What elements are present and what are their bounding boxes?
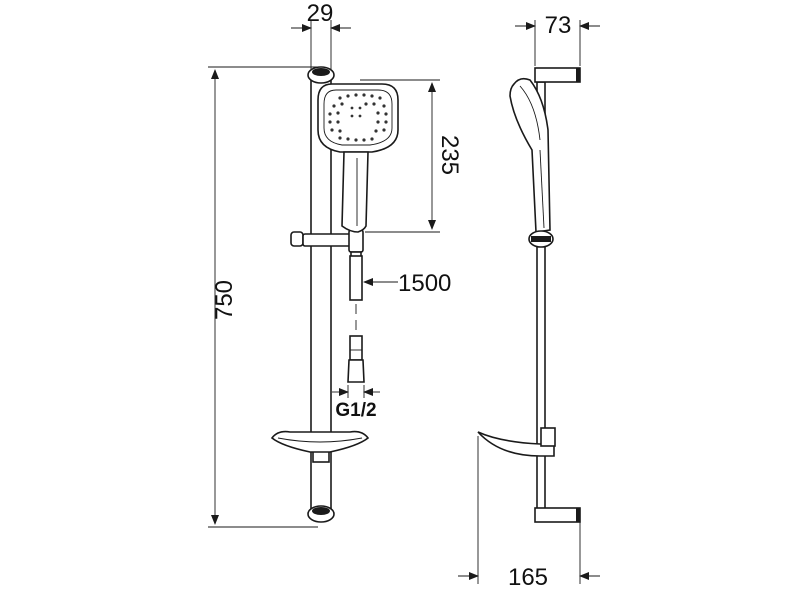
dimension-73-label: 73 [545,12,572,39]
side-view: 73 165 [458,12,600,591]
hand-shower [317,83,399,233]
side-slider [528,230,554,248]
thread-size-label: G1/2 [335,400,376,421]
soap-dish [270,430,370,463]
dimension-bracket-depth: 73 [515,12,600,66]
dimension-total-height: 750 [208,66,318,528]
dimension-hose-length: 1500 [363,270,451,297]
slider-holder [290,229,364,259]
dimension-165-label: 165 [508,564,548,591]
dimension-head-height: 235 [360,79,463,233]
dimension-total-depth: 165 [458,436,600,591]
spray-nozzles [328,93,388,142]
shower-hose [347,255,365,383]
dimension-rail-width: 29 [291,0,351,72]
dimension-29-label: 29 [307,0,334,27]
dimension-750-label: 750 [211,280,238,320]
side-soap-dish [477,427,556,457]
side-bottom-bracket [534,507,581,523]
connection-thread: G1/2 [332,385,380,421]
dimension-235-label: 235 [436,135,463,175]
side-top-bracket [534,67,581,83]
front-view: 750 29 [208,0,463,528]
dimension-1500-label: 1500 [398,270,451,297]
